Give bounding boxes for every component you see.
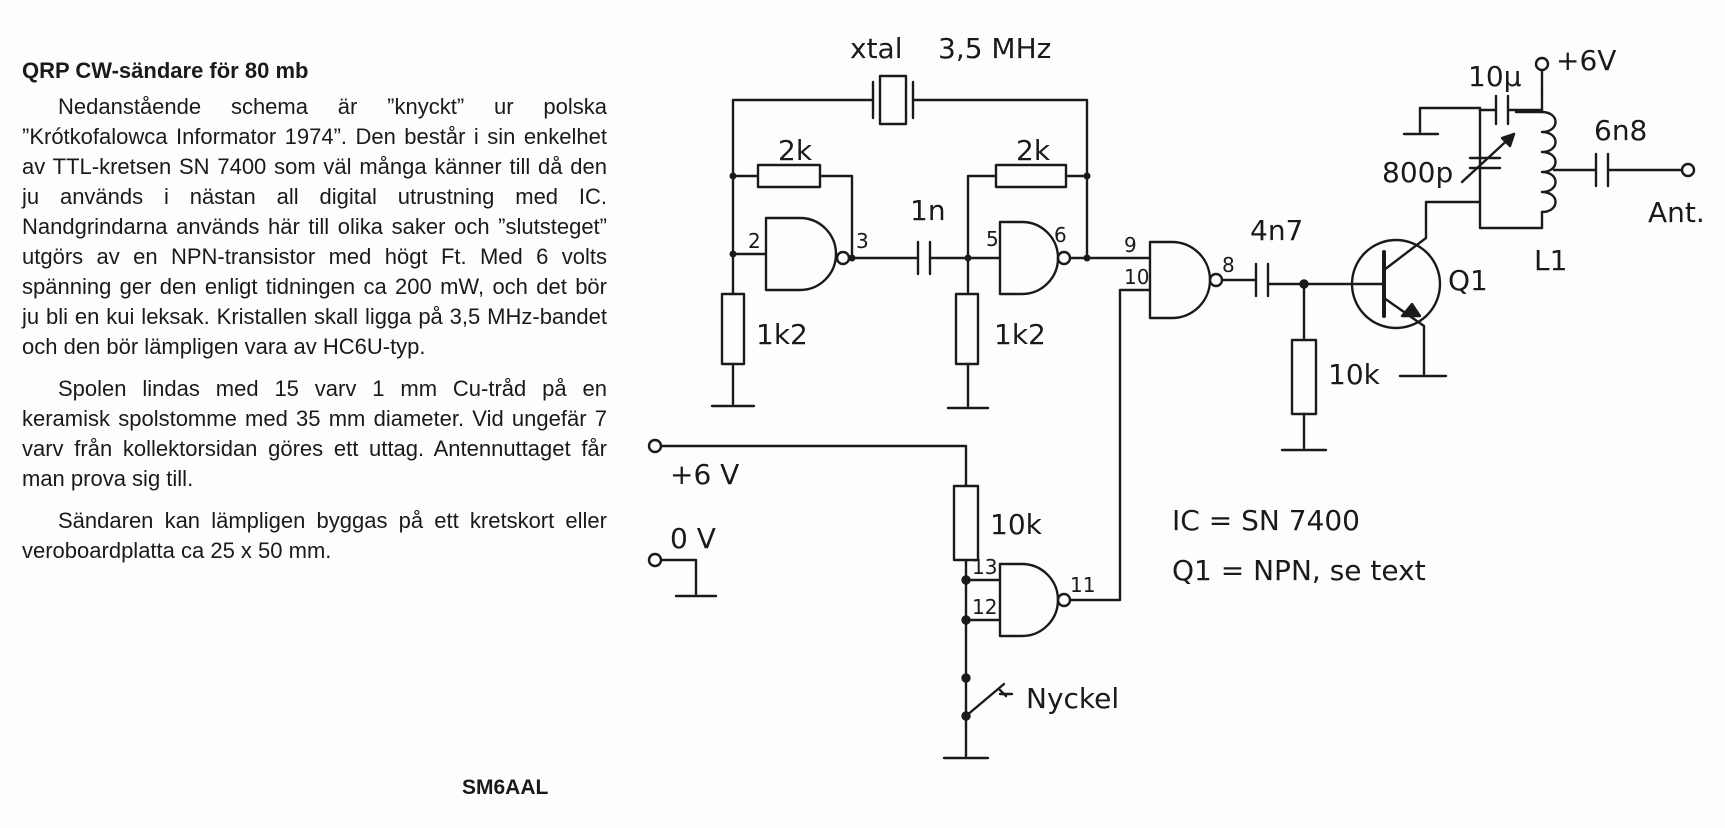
- c-tune-label: 800p: [1382, 156, 1453, 189]
- junction-dots: [729, 172, 1091, 262]
- pin-13-label: 13: [972, 555, 997, 579]
- r-feedback-1-label: 2k: [778, 134, 813, 167]
- crystal-feedback-wires: [731, 98, 1089, 180]
- pin-10-label: 10: [1124, 265, 1149, 289]
- decoupling-capacitor-10u: [1478, 94, 1544, 126]
- feedback-resistor-1: [731, 163, 854, 256]
- r-ground-1-label: 1k2: [756, 318, 808, 351]
- article-paragraph: Spolen lindas med 15 varv 1 mm Cu-tråd p…: [22, 376, 607, 491]
- pin-8-label: 8: [1222, 253, 1235, 277]
- c-decoupling-label: 10µ: [1468, 60, 1522, 93]
- antenna-label: Ant.: [1648, 196, 1705, 229]
- base-resistor-10k: [1280, 282, 1328, 452]
- tank-circuit: [1402, 90, 1598, 230]
- pin-12-label: 12: [972, 595, 997, 619]
- gate3-input-10-wire: [1078, 288, 1152, 602]
- nand-gate-3: [1148, 240, 1224, 320]
- pin-3-label: 3: [856, 229, 869, 253]
- morse-key-switch: [942, 676, 1014, 760]
- article-paragraph: Nedanstående schema är ”knyckt” ur polsk…: [22, 94, 607, 359]
- pin-5-label: 5: [986, 227, 999, 251]
- r-ground-2-label: 1k2: [994, 318, 1046, 351]
- crystal-symbol: [871, 74, 915, 126]
- article-paragraph: Sändaren kan lämpligen byggas på ett kre…: [22, 508, 607, 563]
- ic-note: IC = SN 7400: [1172, 504, 1360, 537]
- ground-input-wire: [647, 552, 718, 598]
- nand-gate-2: [998, 220, 1072, 296]
- vcc-terminal-top: [1534, 56, 1550, 94]
- c-output-label: 4n7: [1250, 214, 1303, 247]
- c-coupling-label: 1n: [910, 194, 946, 227]
- pin-6-label: 6: [1054, 223, 1067, 247]
- variable-capacitor-800p: [1460, 132, 1516, 184]
- nand-gate-1: [764, 216, 851, 292]
- pin-2-label: 2: [748, 229, 761, 253]
- xtal-frequency-label: 3,5 MHz: [938, 32, 1051, 65]
- coupling-capacitor-4n7: [1220, 262, 1356, 298]
- transistor-q1: [1350, 214, 1448, 378]
- gnd-input-label: 0 V: [670, 522, 716, 555]
- q1-label: Q1: [1448, 264, 1488, 297]
- vcc-input-label: +6 V: [670, 458, 739, 491]
- ground-resistor-1: [710, 252, 756, 408]
- r-base-label: 10k: [1328, 358, 1381, 391]
- xtal-label: xtal: [850, 32, 903, 65]
- article-title: QRP CW-sändare för 80 mb: [22, 58, 309, 83]
- coil-l1-label: L1: [1534, 244, 1567, 277]
- article-column: QRP CW-sändare för 80 mb Nedanstående sc…: [22, 58, 607, 578]
- ground-resistor-2: [946, 256, 990, 410]
- r-feedback-2-label: 2k: [1016, 134, 1051, 167]
- c-antenna-label: 6n8: [1594, 114, 1647, 147]
- coupling-capacitor-1n: [916, 240, 970, 276]
- pin-9-label: 9: [1124, 233, 1137, 257]
- supply-input-wire: [647, 438, 968, 488]
- q1-note: Q1 = NPN, se text: [1172, 554, 1426, 587]
- antenna-capacitor-6n8: [1594, 152, 1696, 188]
- feedback-resistor-2: [966, 163, 1089, 260]
- author-signature: SM6AAL: [462, 776, 549, 799]
- gate2-output-wire: [1068, 174, 1089, 260]
- key-label: Nyckel: [1026, 682, 1119, 715]
- vcc-top-label: +6V: [1556, 44, 1616, 77]
- nand-gate-4: [998, 562, 1082, 638]
- r-pullup-label: 10k: [990, 508, 1043, 541]
- pin-11-label: 11: [1070, 573, 1095, 597]
